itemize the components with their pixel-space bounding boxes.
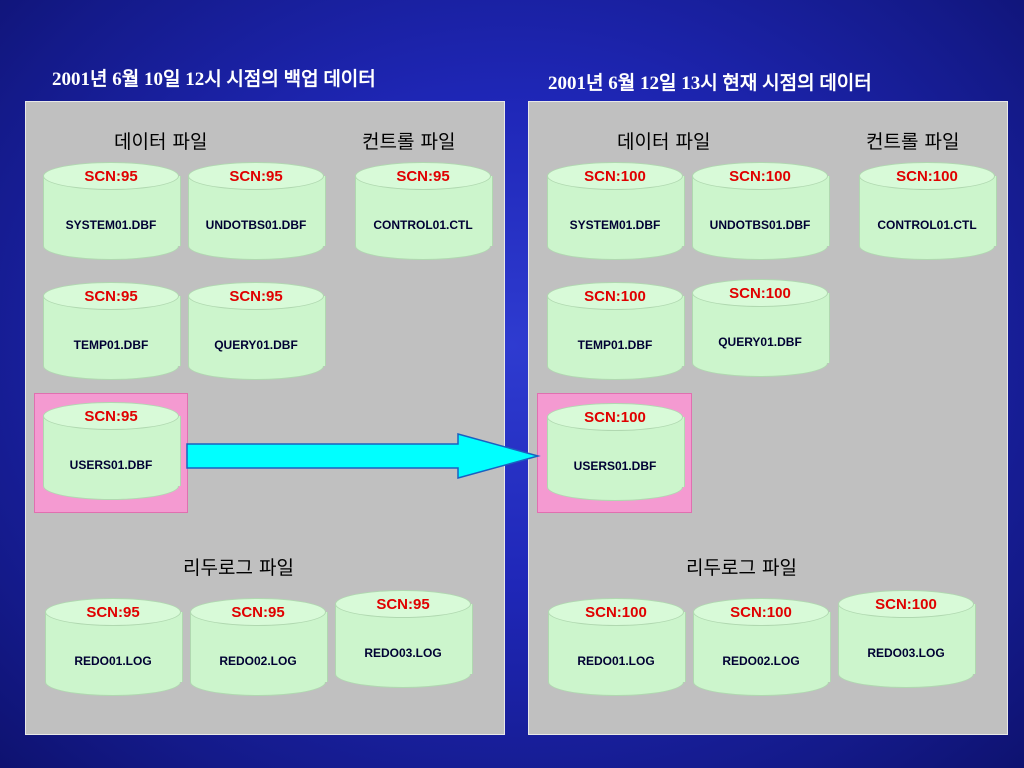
scn-value: SCN:100	[729, 168, 791, 185]
left-temp-datafile: SCN:95 TEMP01.DBF	[43, 282, 181, 382]
scn-value: SCN:95	[84, 408, 138, 425]
right-redo-files-label: 리두로그 파일	[686, 557, 797, 579]
scn-value: SCN:95	[84, 288, 138, 305]
scn-value: SCN:95	[229, 168, 283, 185]
scn-value: SCN:100	[729, 285, 791, 302]
file-name: USERS01.DBF	[69, 458, 153, 472]
scn-value: SCN:100	[896, 168, 958, 185]
right-query-datafile: SCN:100 QUERY01.DBF	[692, 279, 830, 379]
left-redo01-logfile: SCN:95 REDO01.LOG	[45, 598, 183, 698]
right-redo01-logfile: SCN:100 REDO01.LOG	[548, 598, 686, 698]
file-name: UNDOTBS01.DBF	[205, 218, 307, 232]
file-name: CONTROL01.CTL	[373, 218, 473, 232]
right-data-files-label: 데이터 파일	[617, 131, 711, 153]
file-name: SYSTEM01.DBF	[65, 218, 157, 232]
scn-value: SCN:95	[396, 168, 450, 185]
scn-value: SCN:95	[86, 604, 140, 621]
scn-value: SCN:95	[376, 596, 430, 613]
file-name: TEMP01.DBF	[577, 338, 653, 352]
right-system-datafile: SCN:100 SYSTEM01.DBF	[547, 162, 685, 262]
file-name: CONTROL01.CTL	[877, 218, 977, 232]
scn-value: SCN:100	[730, 604, 792, 621]
left-heading: 2001년 6월 10일 12시 시점의 백업 데이터	[52, 69, 376, 90]
left-redo02-logfile: SCN:95 REDO02.LOG	[190, 598, 328, 698]
scn-value: SCN:100	[584, 409, 646, 426]
file-name: TEMP01.DBF	[73, 338, 149, 352]
left-redo-files-label: 리두로그 파일	[183, 557, 294, 579]
scn-value: SCN:95	[229, 288, 283, 305]
right-temp-datafile: SCN:100 TEMP01.DBF	[547, 282, 685, 382]
scn-value: SCN:100	[585, 604, 647, 621]
right-control-files-label: 컨트롤 파일	[866, 131, 960, 153]
left-control-files-label: 컨트롤 파일	[362, 131, 456, 153]
left-query-datafile: SCN:95 QUERY01.DBF	[188, 282, 326, 382]
left-data-files-label: 데이터 파일	[114, 131, 208, 153]
file-name: QUERY01.DBF	[718, 335, 802, 349]
scn-value: SCN:100	[875, 596, 937, 613]
right-heading: 2001년 6월 12일 13시 현재 시점의 데이터	[548, 73, 872, 94]
left-system-datafile: SCN:95 SYSTEM01.DBF	[43, 162, 181, 262]
right-redo03-logfile: SCN:100 REDO03.LOG	[838, 590, 976, 690]
left-undo-datafile: SCN:95 UNDOTBS01.DBF	[188, 162, 326, 262]
file-name: SYSTEM01.DBF	[569, 218, 661, 232]
file-name: REDO03.LOG	[364, 646, 442, 660]
scn-value: SCN:100	[584, 168, 646, 185]
scn-value: SCN:95	[84, 168, 138, 185]
file-name: REDO02.LOG	[219, 654, 297, 668]
left-users-datafile: SCN:95 USERS01.DBF	[43, 402, 181, 502]
file-name: UNDOTBS01.DBF	[709, 218, 811, 232]
scn-value: SCN:95	[231, 604, 285, 621]
file-name: REDO01.LOG	[577, 654, 655, 668]
file-name: REDO01.LOG	[74, 654, 152, 668]
file-name: QUERY01.DBF	[214, 338, 298, 352]
file-name: REDO03.LOG	[867, 646, 945, 660]
restore-arrow-icon	[186, 433, 541, 479]
left-control-file: SCN:95 CONTROL01.CTL	[355, 162, 493, 262]
right-redo02-logfile: SCN:100 REDO02.LOG	[693, 598, 831, 698]
left-redo03-logfile: SCN:95 REDO03.LOG	[335, 590, 473, 690]
right-users-datafile: SCN:100 USERS01.DBF	[547, 403, 685, 503]
right-control-file: SCN:100 CONTROL01.CTL	[859, 162, 997, 262]
right-undo-datafile: SCN:100 UNDOTBS01.DBF	[692, 162, 830, 262]
scn-value: SCN:100	[584, 288, 646, 305]
file-name: USERS01.DBF	[573, 459, 657, 473]
file-name: REDO02.LOG	[722, 654, 800, 668]
